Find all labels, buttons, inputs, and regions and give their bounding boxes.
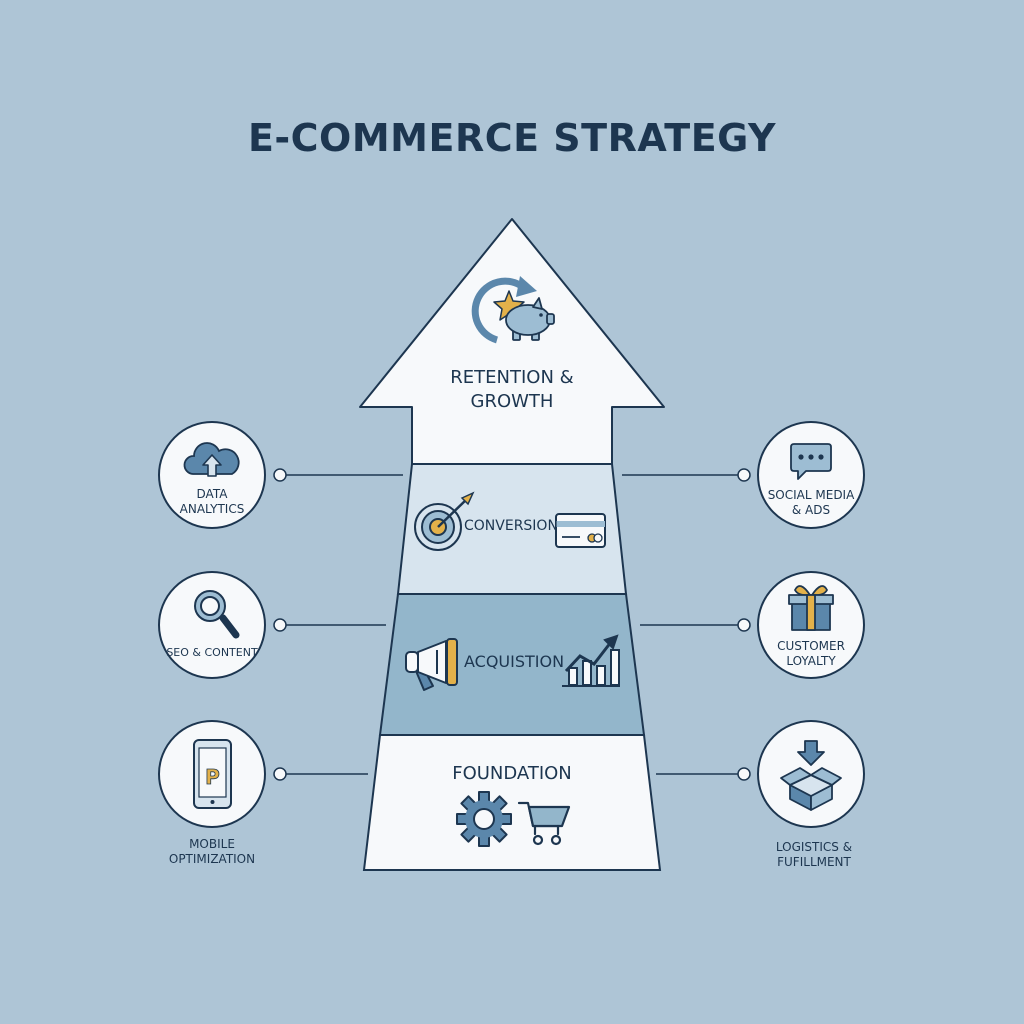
right-item-logistics — [757, 720, 865, 828]
data-analytics-line2: ANALYTICS — [179, 502, 245, 516]
growth-arrow — [359, 218, 665, 871]
social-media-label: SOCIAL MEDIA & ADS — [751, 488, 871, 518]
mobile-optimization-label: MOBILE OPTIMIZATION — [147, 837, 277, 867]
right-item-social-media — [757, 421, 865, 529]
star-piggy-bank-icon — [471, 276, 555, 344]
chat-bubble-icon — [790, 443, 832, 480]
data-analytics-line1: DATA — [196, 487, 228, 501]
retention-label-line1: RETENTION & — [450, 367, 574, 388]
logistics-line1: LOGISTICS & — [775, 840, 853, 854]
logistics-label: LOGISTICS & FUFILLMENT — [744, 840, 884, 870]
magnifier-icon — [194, 590, 240, 639]
retention-label-line2: GROWTH — [470, 391, 554, 412]
credit-card-icon — [555, 513, 606, 548]
foundation-band — [362, 734, 662, 871]
smartphone-icon: P — [193, 739, 232, 809]
box-download-icon — [780, 740, 842, 811]
left-item-mobile-optimization: P — [158, 720, 266, 828]
mobile-optimization-line1: MOBILE — [189, 837, 235, 851]
left-item-seo-content — [158, 571, 266, 679]
data-analytics-label: DATA ANALYTICS — [157, 487, 267, 517]
seo-content-label: SEO & CONTENT — [166, 646, 258, 659]
target-icon — [414, 491, 475, 551]
connector-dot-right-2 — [737, 618, 751, 632]
gear-icon — [456, 791, 512, 847]
left-item-data-analytics — [158, 421, 266, 529]
connector-dot-right-1 — [737, 468, 751, 482]
connectors — [273, 468, 751, 781]
social-media-line1: SOCIAL MEDIA — [767, 488, 855, 502]
social-media-line2: & ADS — [791, 503, 831, 517]
connector-dot-right-3 — [737, 767, 751, 781]
megaphone-icon — [405, 638, 458, 691]
mobile-optimization-line2: OPTIMIZATION — [168, 852, 256, 866]
acquisition-label: ACQUISTION — [464, 652, 565, 671]
retention-label: RETENTION & GROWTH — [412, 366, 612, 414]
connector-dot-left-2 — [273, 618, 287, 632]
customer-loyalty-line1: CUSTOMER — [777, 639, 845, 653]
svg-text:P: P — [205, 765, 220, 789]
cloud-upload-icon — [183, 442, 240, 477]
gift-box-icon — [788, 585, 834, 631]
connector-dot-left-1 — [273, 468, 287, 482]
customer-loyalty-label: CUSTOMER LOYALTY — [751, 639, 871, 669]
connector-dot-left-3 — [273, 767, 287, 781]
right-item-customer-loyalty — [757, 571, 865, 679]
foundation-label: FOUNDATION — [452, 763, 572, 784]
retention-arrow-head — [359, 218, 665, 465]
shopping-cart-icon — [517, 801, 571, 846]
growth-chart-icon — [562, 634, 620, 687]
conversion-label: CONVERSION — [464, 518, 558, 534]
customer-loyalty-line2: LOYALTY — [786, 654, 836, 668]
logistics-line2: FUFILLMENT — [777, 855, 851, 869]
page-title: E-COMMERCE STRATEGY — [247, 116, 777, 160]
